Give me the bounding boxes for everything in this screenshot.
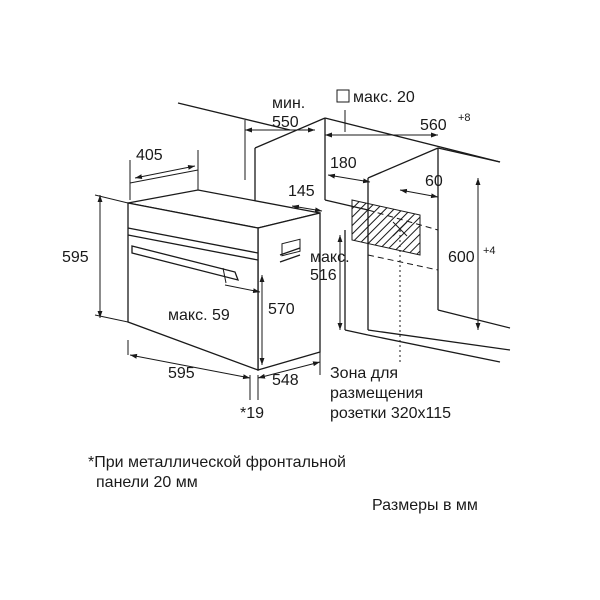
units-note: Размеры в мм	[372, 497, 478, 514]
dimension-lines	[94, 110, 481, 400]
label-socket-zone-1: Зона для	[330, 365, 398, 382]
label-145: 145	[288, 183, 315, 200]
label-max-20: макс. 20	[353, 89, 415, 106]
label-516: 516	[310, 267, 337, 284]
label-socket-zone-2: размещения	[330, 385, 423, 402]
label-max-59: макс. 59	[168, 307, 230, 324]
socket-zone	[351, 199, 421, 365]
label-min-value: 550	[272, 114, 299, 131]
label-548: 548	[272, 372, 299, 389]
label-19: *19	[240, 405, 264, 422]
label-min: мин.	[272, 95, 305, 112]
dimension-labels: мин. 550 макс. 20 560 +8 405 180 60 145 …	[62, 89, 496, 422]
label-niche-width-tol: +8	[458, 112, 471, 124]
label-socket-zone-3: розетки 320x115	[330, 405, 451, 422]
label-niche-height-tol: +4	[483, 245, 496, 257]
label-570: 570	[268, 301, 295, 318]
notes: *При металлической фронтальной панели 20…	[88, 454, 478, 514]
label-niche-width: 560	[420, 117, 447, 134]
label-180: 180	[330, 155, 357, 172]
niche-hidden-edges	[367, 209, 439, 310]
square-symbol-icon	[336, 89, 350, 103]
oven	[127, 189, 321, 371]
label-595-width: 595	[168, 365, 195, 382]
label-max-516: макс.	[310, 249, 350, 266]
label-405: 405	[136, 147, 163, 164]
footnote-line-1: *При металлической фронтальной	[88, 454, 346, 471]
label-60: 60	[425, 173, 443, 190]
label-595-height: 595	[62, 249, 89, 266]
footnote-line-2: панели 20 мм	[96, 474, 198, 491]
niche-outline	[177, 102, 511, 363]
label-niche-height: 600	[448, 249, 475, 266]
